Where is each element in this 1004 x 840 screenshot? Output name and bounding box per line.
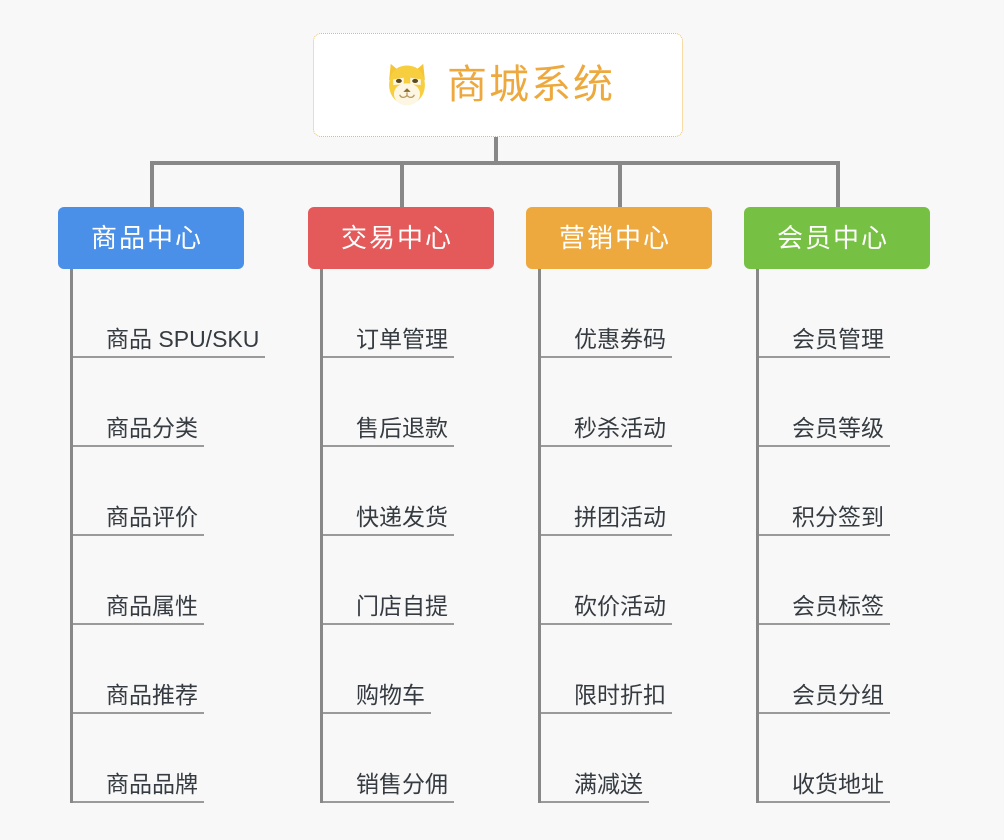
leaf-item-underline: [323, 623, 454, 625]
leaf-item-underline: [759, 623, 890, 625]
leaf-item[interactable]: 商品 SPU/SKU: [73, 269, 280, 358]
column-product-center: 商品中心商品 SPU/SKU 商品分类商品评价商品属性商品推荐商品品牌: [58, 207, 280, 803]
column-member-center: 会员中心会员管理会员等级积分签到会员标签会员分组收货地址: [744, 207, 966, 803]
leaf-item[interactable]: 限时折扣: [541, 625, 748, 714]
leaf-item-label: 商品属性: [106, 593, 198, 619]
leaf-item[interactable]: 售后退款: [323, 358, 530, 447]
leaf-item[interactable]: 商品分类: [73, 358, 280, 447]
dog-face-icon: [381, 59, 433, 111]
leaf-list-trade-center: 订单管理售后退款快递发货门店自提购物车销售分佣: [320, 269, 530, 803]
leaf-item-label: 商品分类: [106, 415, 198, 441]
leaf-item-underline: [541, 356, 672, 358]
category-header-member-center[interactable]: 会员中心: [744, 207, 930, 269]
category-header-marketing-center[interactable]: 营销中心: [526, 207, 712, 269]
leaf-item-underline: [73, 534, 204, 536]
root-title: 商城系统: [447, 63, 615, 107]
leaf-item-label: 售后退款: [356, 415, 448, 441]
leaf-item-underline: [541, 712, 672, 714]
leaf-item-label: 拼团活动: [574, 504, 666, 530]
column-marketing-center: 营销中心优惠券码秒杀活动拼团活动砍价活动限时折扣满减送: [526, 207, 748, 803]
leaf-item-underline: [541, 623, 672, 625]
leaf-item-underline: [759, 534, 890, 536]
category-header-product-center[interactable]: 商品中心: [58, 207, 244, 269]
leaf-item-underline: [759, 712, 890, 714]
leaf-item-underline: [323, 712, 431, 714]
leaf-item[interactable]: 订单管理: [323, 269, 530, 358]
leaf-item-underline: [73, 356, 266, 358]
leaf-item-label: 积分签到: [792, 504, 884, 530]
leaf-item-label: 秒杀活动: [574, 415, 666, 441]
leaf-item[interactable]: 会员管理: [759, 269, 966, 358]
leaf-item-underline: [541, 445, 672, 447]
leaf-item-underline: [759, 445, 890, 447]
leaf-list-member-center: 会员管理会员等级积分签到会员标签会员分组收货地址: [756, 269, 966, 803]
leaf-item-label: 门店自提: [356, 593, 448, 619]
leaf-item[interactable]: 收货地址: [759, 714, 966, 803]
leaf-item-label: 限时折扣: [574, 682, 666, 708]
leaf-item-underline: [541, 534, 672, 536]
category-title: 营销中心: [559, 223, 672, 253]
connector-drop-2: [400, 161, 404, 207]
connector-drop-4: [836, 161, 840, 207]
leaf-item[interactable]: 满减送: [541, 714, 748, 803]
column-trade-center: 交易中心订单管理售后退款快递发货门店自提购物车销售分佣: [308, 207, 530, 803]
leaf-item[interactable]: 快递发货: [323, 447, 530, 536]
category-title: 会员中心: [777, 223, 890, 253]
leaf-item-underline: [323, 445, 454, 447]
leaf-item-underline: [73, 801, 204, 803]
leaf-item-label: 收货地址: [792, 771, 884, 797]
category-header-trade-center[interactable]: 交易中心: [308, 207, 494, 269]
leaf-item-underline: [323, 801, 454, 803]
leaf-item-underline: [759, 801, 890, 803]
leaf-item-label: 会员标签: [792, 593, 884, 619]
leaf-list-product-center: 商品 SPU/SKU 商品分类商品评价商品属性商品推荐商品品牌: [70, 269, 280, 803]
leaf-item-label: 商品 SPU/SKU: [106, 326, 260, 352]
leaf-item[interactable]: 购物车: [323, 625, 530, 714]
leaf-item[interactable]: 门店自提: [323, 536, 530, 625]
leaf-item-underline: [323, 534, 454, 536]
leaf-item-underline: [73, 712, 204, 714]
leaf-item[interactable]: 砍价活动: [541, 536, 748, 625]
leaf-item[interactable]: 会员分组: [759, 625, 966, 714]
leaf-item-label: 商品品牌: [106, 771, 198, 797]
connector-drop-3: [618, 161, 622, 207]
leaf-item-label: 会员等级: [792, 415, 884, 441]
leaf-item-label: 砍价活动: [574, 593, 666, 619]
category-title: 交易中心: [341, 223, 454, 253]
leaf-item[interactable]: 会员标签: [759, 536, 966, 625]
connector-horizontal-bus: [150, 161, 840, 165]
connector-drop-1: [150, 161, 154, 207]
leaf-item-underline: [759, 356, 890, 358]
leaf-item[interactable]: 商品品牌: [73, 714, 280, 803]
category-title: 商品中心: [91, 223, 204, 253]
leaf-item[interactable]: 销售分佣: [323, 714, 530, 803]
leaf-item-label: 满减送: [574, 771, 643, 797]
root-node[interactable]: 商城系统: [313, 33, 683, 137]
leaf-item-underline: [541, 801, 649, 803]
leaf-item-label: 订单管理: [356, 326, 448, 352]
leaf-item-label: 购物车: [356, 682, 425, 708]
leaf-item-label: 会员分组: [792, 682, 884, 708]
leaf-item-label: 快递发货: [356, 504, 448, 530]
leaf-item[interactable]: 秒杀活动: [541, 358, 748, 447]
leaf-item[interactable]: 拼团活动: [541, 447, 748, 536]
leaf-item[interactable]: 商品属性: [73, 536, 280, 625]
leaf-item-label: 销售分佣: [356, 771, 448, 797]
leaf-item-label: 商品推荐: [106, 682, 198, 708]
leaf-item-underline: [73, 445, 204, 447]
leaf-item[interactable]: 积分签到: [759, 447, 966, 536]
leaf-item[interactable]: 商品推荐: [73, 625, 280, 714]
leaf-item-underline: [73, 623, 204, 625]
leaf-list-marketing-center: 优惠券码秒杀活动拼团活动砍价活动限时折扣满减送: [538, 269, 748, 803]
leaf-item[interactable]: 会员等级: [759, 358, 966, 447]
leaf-item-label: 商品评价: [106, 504, 198, 530]
connector-root-stem: [494, 137, 498, 163]
leaf-item[interactable]: 优惠券码: [541, 269, 748, 358]
leaf-item-label: 会员管理: [792, 326, 884, 352]
leaf-item-underline: [323, 356, 454, 358]
leaf-item[interactable]: 商品评价: [73, 447, 280, 536]
root-node-content: 商城系统: [381, 59, 615, 111]
leaf-item-label: 优惠券码: [574, 326, 666, 352]
